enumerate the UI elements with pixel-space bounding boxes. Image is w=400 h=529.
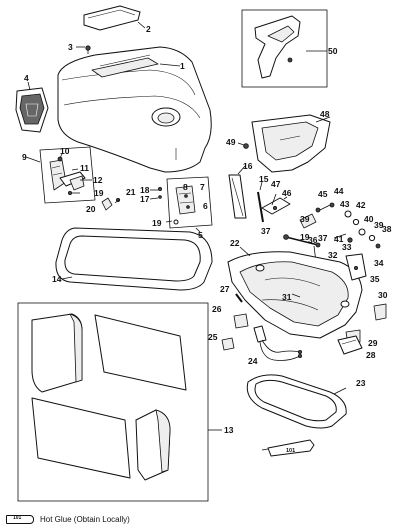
part-35-bracket	[345, 253, 367, 281]
part-1-top-cowl	[57, 46, 212, 173]
part-26-grommet	[233, 313, 249, 329]
glue-tube-101: 101	[261, 439, 315, 457]
part-14-seal-ring	[55, 227, 213, 291]
callout-23: 23	[356, 378, 366, 388]
part-2-cover-plate	[83, 5, 141, 31]
callout-39b: 39	[374, 220, 384, 230]
callout-37b: 37	[318, 233, 328, 243]
callout-44: 44	[334, 186, 344, 196]
callout-1: 1	[180, 61, 185, 71]
callout-10: 10	[60, 146, 70, 156]
callout-13: 13	[224, 425, 234, 435]
callout-labels: 1 2 3 4 5 6 7 8 9 10 11 12 13 14 15 16 1…	[22, 24, 392, 435]
part-49-nut	[243, 143, 249, 149]
callout-9: 9	[22, 152, 27, 162]
callout-45: 45	[318, 189, 328, 199]
callout-14: 14	[52, 274, 62, 284]
callout-35: 35	[370, 274, 380, 284]
legend-footer: 101 Hot Glue (Obtain Locally)	[6, 513, 130, 525]
callout-27: 27	[220, 284, 230, 294]
callout-6: 6	[203, 201, 208, 211]
callout-49: 49	[226, 137, 236, 147]
callout-36: 36	[308, 235, 318, 245]
part-25-clip	[221, 337, 235, 351]
callout-40: 40	[364, 214, 374, 224]
callout-15: 15	[259, 174, 269, 184]
callout-19c: 19	[300, 232, 310, 242]
callout-16: 16	[243, 161, 253, 171]
callout-31: 31	[282, 292, 292, 302]
callout-19a: 19	[152, 218, 162, 228]
legend-note: Hot Glue (Obtain Locally)	[40, 514, 130, 524]
part-13-foam-kit	[17, 302, 209, 502]
callout-50: 50	[328, 46, 338, 56]
callout-8: 8	[183, 182, 188, 192]
part-3-screw	[85, 45, 91, 54]
callout-4: 4	[24, 73, 29, 83]
part-20-21-fasteners	[101, 197, 121, 211]
callout-22: 22	[230, 238, 240, 248]
part-28-buckle	[337, 335, 363, 355]
callout-46: 46	[282, 188, 292, 198]
part-48-rear-bracket	[251, 114, 331, 173]
callout-26: 26	[212, 304, 222, 314]
callout-28: 28	[366, 350, 376, 360]
callout-3: 3	[68, 42, 73, 52]
callout-42: 42	[356, 200, 366, 210]
glue-tube-icon: 101	[6, 514, 34, 524]
callout-17: 17	[140, 194, 150, 204]
callout-29: 29	[368, 338, 378, 348]
callout-18: 18	[140, 185, 150, 195]
part-30-pad	[373, 303, 387, 321]
svg-text:101: 101	[286, 448, 295, 454]
callout-24: 24	[248, 356, 258, 366]
part-5-latch-box	[157, 176, 213, 229]
callout-11: 11	[80, 163, 89, 173]
part-50-bracket-box	[241, 9, 328, 88]
callout-43: 43	[340, 199, 350, 209]
callout-25: 25	[208, 332, 218, 342]
callout-7: 7	[200, 182, 205, 192]
callout-21: 21	[126, 187, 136, 197]
callout-34: 34	[374, 258, 384, 268]
callout-5: 5	[198, 230, 203, 240]
callout-33: 33	[342, 242, 352, 252]
callout-39a: 39	[300, 214, 310, 224]
part-9-latch-assembly	[39, 146, 96, 204]
part-24-wiring	[253, 325, 302, 361]
callout-19b: 19	[94, 188, 104, 198]
callout-48: 48	[320, 109, 330, 119]
right-hardware	[299, 202, 381, 249]
part-16-seal-strip	[228, 174, 247, 219]
callout-20: 20	[86, 204, 96, 214]
callout-37a: 37	[261, 226, 271, 236]
callout-12: 12	[93, 175, 103, 185]
callout-2: 2	[146, 24, 151, 34]
part-23-seal	[246, 374, 347, 429]
callout-47: 47	[271, 179, 281, 189]
part-46-47-lever	[261, 193, 291, 215]
callout-38: 38	[382, 224, 392, 234]
part-4-emblem	[15, 87, 49, 133]
part-27-screw	[235, 293, 243, 303]
part-15-rod	[257, 181, 264, 223]
callout-41: 41	[334, 234, 344, 244]
callout-30: 30	[378, 290, 388, 300]
callout-32: 32	[328, 250, 338, 260]
